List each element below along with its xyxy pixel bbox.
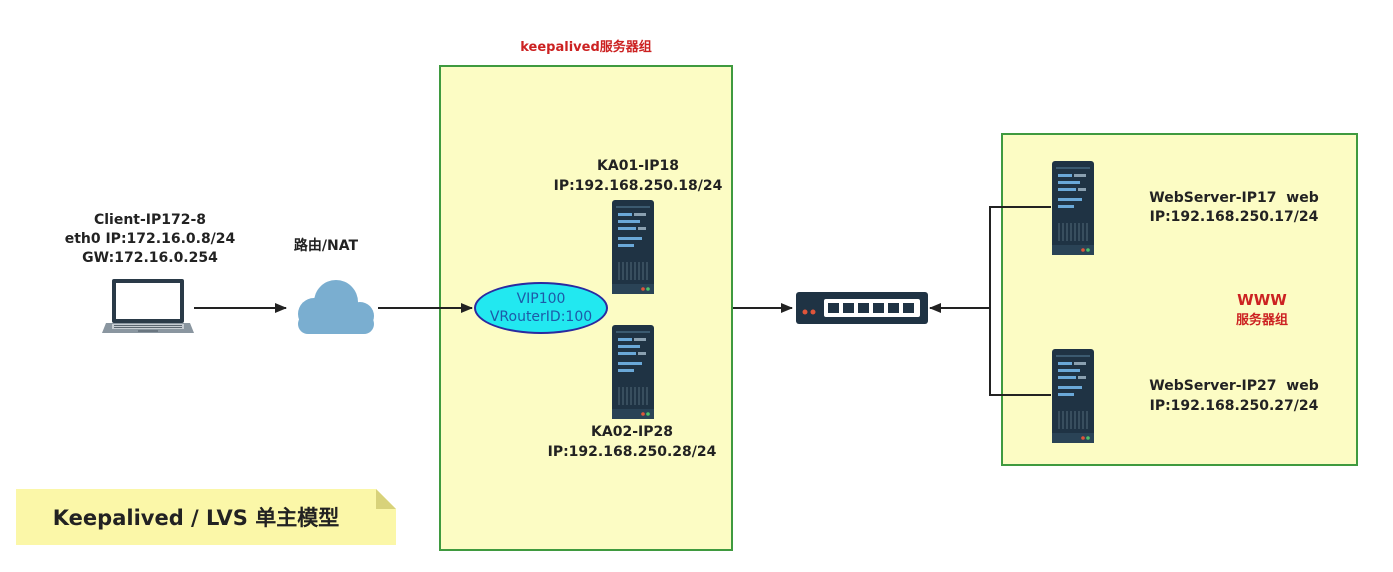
vrouter-id-label: VRouterID:100 [489,309,593,325]
title-note-shape [16,489,396,545]
vip-label: VIP100 [516,291,566,307]
ka01-name: KA01-IP18 [597,158,679,174]
web1-name: WebServer-IP17 web [1149,190,1319,206]
cloud-icon [298,280,374,334]
www-group-title: WWW [1237,291,1287,309]
keepalived-group-title: keepalived服务器组 [520,40,652,55]
client-name: Client-IP172-8 [93,212,207,228]
client-ip: eth0 IP:172.16.0.8/24 [64,231,236,247]
client-gw: GW:172.16.0.254 [82,250,218,266]
ka02-ip: IP:192.168.250.28/24 [547,444,717,460]
web2-server-icon [1052,349,1094,443]
ka01-server-icon [612,200,654,294]
www-group-subtitle: 服务器组 [1235,313,1288,328]
network-switch-icon [796,292,928,324]
laptop-icon [102,279,194,333]
vip-ellipse: VIP100 VRouterID:100 [474,282,608,334]
web2-name: WebServer-IP27 web [1149,378,1319,394]
ka01-ip: IP:192.168.250.18/24 [553,178,723,194]
ka02-name: KA02-IP28 [591,424,673,440]
ka02-server-icon [612,325,654,419]
router-label: 路由/NAT [293,238,359,254]
web2-ip: IP:192.168.250.27/24 [1149,398,1319,414]
web-to-switch-edge [989,206,1051,396]
diagram-title: Keepalived / LVS 单主模型 [52,506,340,530]
web1-server-icon [1052,161,1094,255]
web1-ip: IP:192.168.250.17/24 [1149,209,1319,225]
